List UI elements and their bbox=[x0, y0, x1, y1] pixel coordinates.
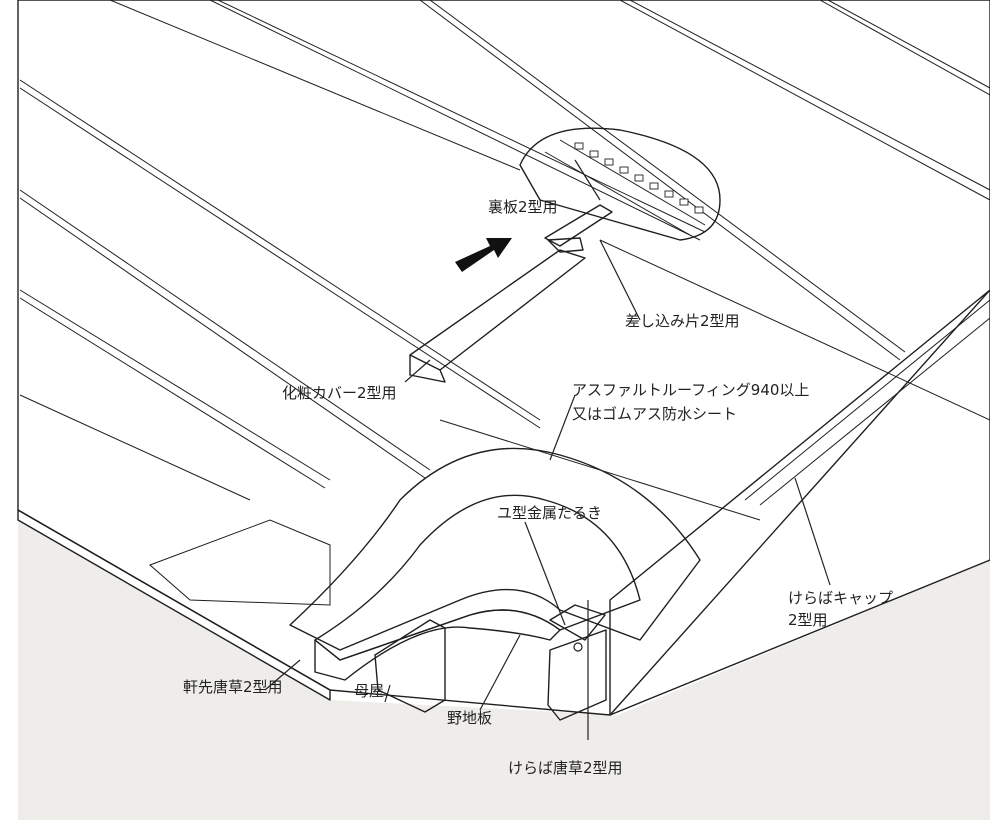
leader-lines bbox=[264, 159, 831, 740]
label-cover: 化粧カバー2型用 bbox=[282, 384, 397, 402]
direction-arrow bbox=[455, 238, 512, 272]
label-roofing-line1: アスファルトルーフィング940以上 bbox=[572, 381, 809, 399]
upper-cutaway bbox=[519, 127, 721, 241]
ground-plane bbox=[18, 520, 990, 820]
label-furring: ユ型金属たるき bbox=[497, 504, 602, 522]
labels: 裏板2型用 差し込み片2型用 化粧カバー2型用 アスファルトルーフィング940以… bbox=[183, 198, 893, 777]
label-eave: 軒先唐草2型用 bbox=[183, 678, 283, 696]
label-roofing-line2: 又はゴムアス防水シート bbox=[572, 405, 737, 423]
eave-edge bbox=[17, 509, 331, 701]
label-backing: 裏板2型用 bbox=[488, 198, 558, 216]
label-purlin: 母屋 bbox=[354, 682, 384, 700]
label-gable-cap-line2: 2型用 bbox=[788, 611, 828, 629]
label-gable-flashing: けらば唐草2型用 bbox=[508, 759, 623, 777]
cover-piece bbox=[409, 249, 586, 371]
lower-cutaway bbox=[289, 447, 701, 681]
purlin bbox=[374, 619, 607, 721]
insert-piece bbox=[544, 204, 613, 247]
label-sheathing: 野地板 bbox=[447, 709, 492, 727]
standing-seams bbox=[19, 0, 990, 521]
gable-side-face bbox=[609, 289, 990, 716]
label-insert: 差し込み片2型用 bbox=[625, 312, 740, 330]
furring-bracket bbox=[549, 604, 606, 641]
label-gable-cap-line1: けらばキャップ bbox=[788, 589, 893, 607]
